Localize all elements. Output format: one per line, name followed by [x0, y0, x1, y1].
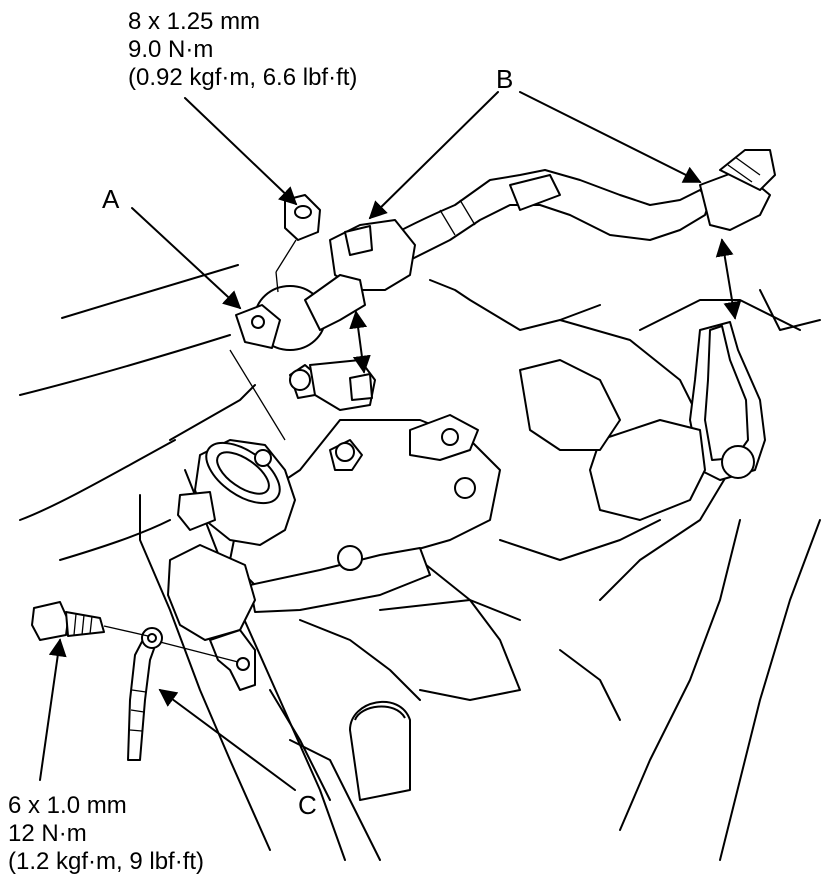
engine-outline [19, 264, 821, 861]
sensor-assembly [167, 439, 363, 641]
nut-torque-callout: 8 x 1.25 mm 9.0 N·m (0.92 kgf·m, 6.6 lbf… [128, 8, 357, 92]
ground-cable-c [127, 627, 163, 761]
bolt-size: 6 x 1.0 mm [8, 792, 127, 819]
right-bracket [519, 321, 766, 521]
bolt-torque: 12 N·m [8, 820, 87, 847]
label-c: C [298, 790, 317, 820]
nut-torque-alt: (0.92 kgf·m, 6.6 lbf·ft) [128, 64, 358, 91]
bolt-torque-alt: (1.2 kgf·m, 9 lbf·ft) [8, 848, 205, 875]
bolt-torque-callout: 6 x 1.0 mm 12 N·m (1.2 kgf·m, 9 lbf·ft) [8, 792, 204, 876]
hose-bottom [349, 701, 411, 801]
nut-size: 8 x 1.25 mm [128, 8, 261, 35]
harness-b [329, 149, 776, 291]
connector-a [235, 194, 376, 411]
nut-torque: 9.0 N·m [128, 36, 214, 63]
label-b: B [496, 64, 514, 94]
label-a: A [102, 184, 120, 214]
leader-lines [39, 91, 742, 791]
bolt [31, 601, 105, 641]
